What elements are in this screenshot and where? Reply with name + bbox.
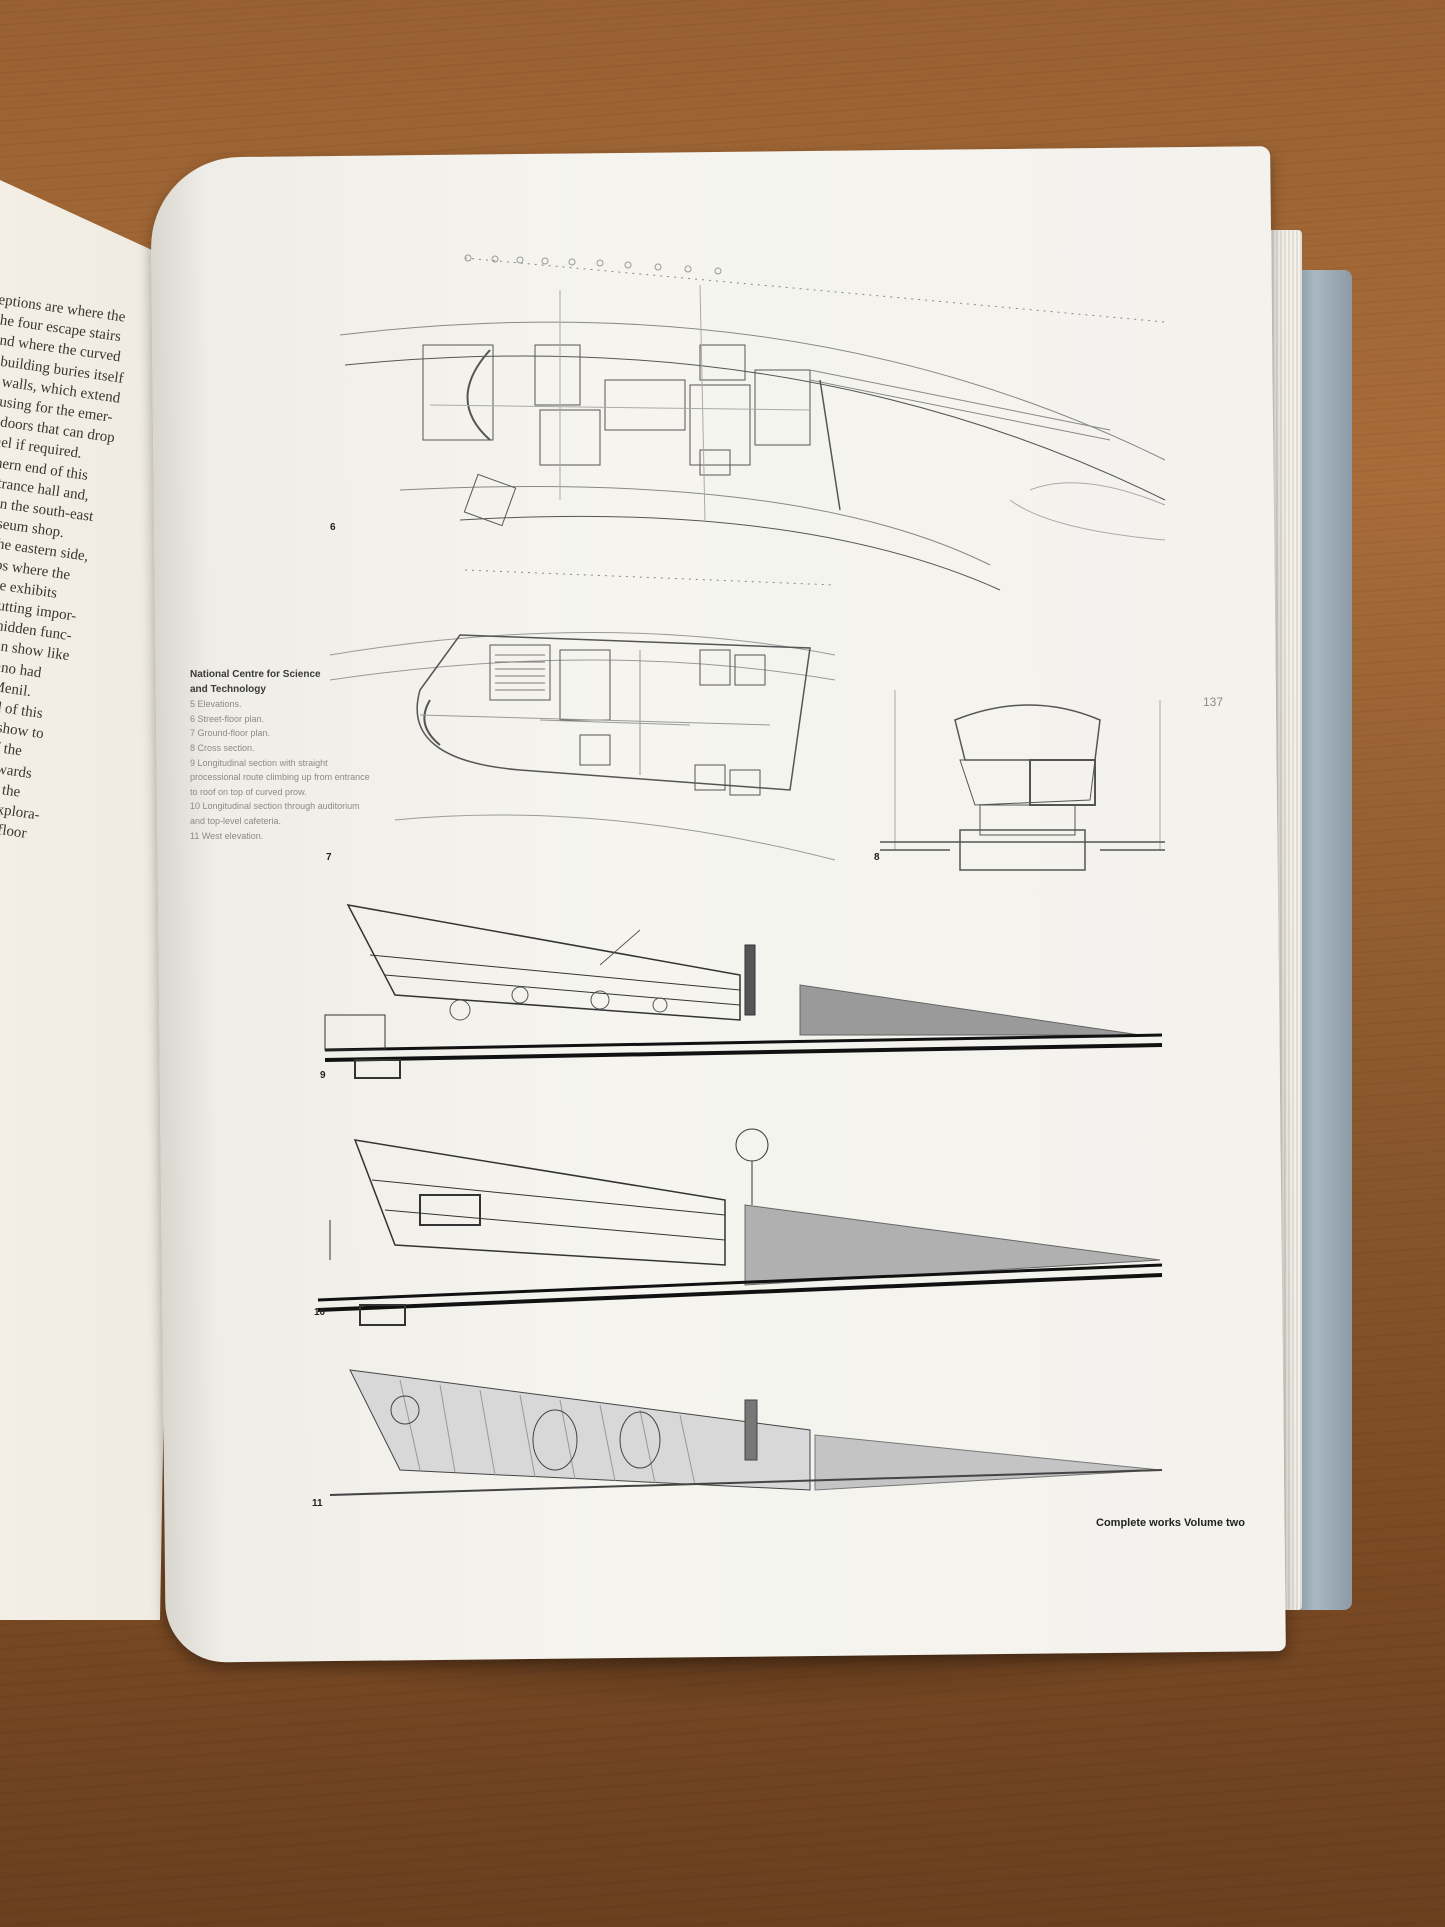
west-elevation-drawing — [329, 1369, 1163, 1496]
figure-caption: National Centre for Science and Technolo… — [190, 668, 370, 843]
auditorium-section-drawing — [317, 1128, 1163, 1326]
figure-number-7: 7 — [326, 852, 332, 863]
figure-number-10: 10 — [314, 1307, 326, 1318]
caption-item: 6 Street-floor plan. — [190, 713, 265, 724]
cross-section-drawing — [880, 690, 1165, 871]
figure-number-8: 8 — [874, 852, 880, 863]
figure-number-6: 6 — [330, 522, 336, 533]
running-footer: Complete works Volume two — [1096, 1517, 1245, 1529]
caption-title: and Technology — [190, 683, 266, 695]
caption-item: 9 Longitudinal section with straight — [190, 757, 328, 768]
caption-item: 7 Ground-floor plan. — [190, 728, 271, 739]
figure-number-11: 11 — [312, 1498, 323, 1509]
longitudinal-section-drawing — [324, 903, 1163, 1079]
caption-item: to roof on top of curved prow. — [190, 786, 307, 797]
caption-title: National Centre for Science — [190, 669, 321, 680]
page-number: 137 — [1203, 695, 1224, 709]
caption-item: 8 Cross section. — [190, 742, 255, 753]
caption-item: processional route climbing up from entr… — [190, 772, 370, 783]
ground-floor-plan-drawing — [329, 632, 836, 861]
figure-number-9: 9 — [320, 1070, 326, 1081]
street-floor-plan-drawing — [339, 254, 1166, 591]
caption-item: 11 West elevation. — [190, 830, 264, 841]
caption-item: 10 Longitudinal section through auditori… — [190, 801, 360, 812]
caption-item: and top-level cafeteria. — [190, 815, 282, 826]
caption-item: 5 Elevations. — [190, 699, 242, 710]
